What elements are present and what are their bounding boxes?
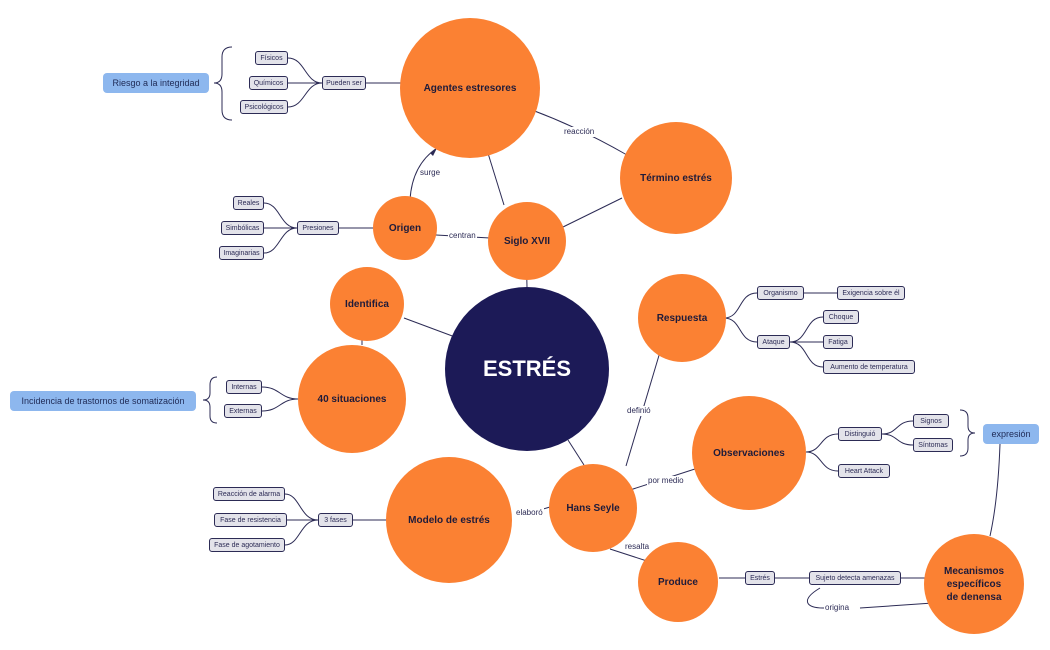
central-node[interactable]: ESTRÉS xyxy=(445,287,609,451)
link-estres-hans xyxy=(567,439,585,466)
label-origina: origina xyxy=(824,603,851,613)
box-psicologicos[interactable]: Psicológicos xyxy=(240,100,288,114)
link-distinguio-sintomas xyxy=(881,433,914,446)
link-siglo-agentes xyxy=(486,149,505,206)
box-simbolicas[interactable]: Simbólicas xyxy=(221,221,264,235)
link-sujeto-origina xyxy=(807,587,848,609)
link-pueden-psicologicos xyxy=(287,82,323,108)
link-expresion-mecanismos xyxy=(989,443,1001,537)
link-respuesta-ataque xyxy=(723,317,758,343)
node-mecanismos[interactable]: Mecanismos específicos de denensa xyxy=(924,534,1024,634)
box-fatiga[interactable]: Fatiga xyxy=(823,335,853,349)
link-pueden-fisicos xyxy=(287,57,323,84)
node-produce[interactable]: Produce xyxy=(638,542,718,622)
box-fase-de-resistencia[interactable]: Fase de resistencia xyxy=(214,513,287,527)
link-presiones-reales xyxy=(263,202,298,229)
node-hans-seyle[interactable]: Hans Seyle xyxy=(549,464,637,552)
box-fase-de-agotamiento[interactable]: Fase de agotamiento xyxy=(209,538,285,552)
link-situaciones-internas xyxy=(261,386,299,400)
label-centran: centran xyxy=(448,231,477,241)
arrow-surge xyxy=(430,148,437,156)
pill-incidencia-de-trastornos[interactable]: Incidencia de trastornos de somatización xyxy=(10,391,196,411)
node-identifica[interactable]: Identifica xyxy=(330,267,404,341)
box-heart-attack[interactable]: Heart Attack xyxy=(838,464,890,478)
box-sintomas[interactable]: Síntomas xyxy=(913,438,953,452)
box-organismo[interactable]: Organismo xyxy=(757,286,804,300)
link-estres-identifica xyxy=(403,317,456,338)
node-observaciones[interactable]: Observaciones xyxy=(692,396,806,510)
label-reaccion: reacción xyxy=(563,127,596,137)
node-termino-estres[interactable]: Término estrés xyxy=(620,122,732,234)
label-surge: surge xyxy=(419,168,442,178)
link-observaciones-distinguio xyxy=(805,433,839,453)
node-40-situaciones[interactable]: 40 situaciones xyxy=(298,345,406,453)
link-fases-alarma xyxy=(284,493,319,521)
link-siglo-termino xyxy=(562,197,623,228)
box-pueden-ser[interactable]: Pueden ser xyxy=(322,76,366,90)
node-respuesta[interactable]: Respuesta xyxy=(638,274,726,362)
label-resalta: resalta xyxy=(624,542,651,552)
box-aumento-de-temperatura[interactable]: Aumento de temperatura xyxy=(823,360,915,374)
pill-expresion[interactable]: expresión xyxy=(983,424,1039,444)
link-fases-agotamiento xyxy=(284,519,319,546)
box-signos[interactable]: Signos xyxy=(913,414,949,428)
box-sujeto-detecta-amenazas[interactable]: Sujeto detecta amenazas xyxy=(809,571,901,585)
pill-riesgo-a-la-integridad[interactable]: Riesgo a la integridad xyxy=(103,73,209,93)
link-respuesta-organismo xyxy=(723,292,758,319)
node-agentes-estresores[interactable]: Agentes estresores xyxy=(400,18,540,158)
box-quimicos[interactable]: Químicos xyxy=(249,76,288,90)
label-definio: definió xyxy=(626,406,652,416)
link-observaciones-heart xyxy=(805,451,839,472)
box-estres[interactable]: Estrés xyxy=(745,571,775,585)
box-ataque[interactable]: Ataque xyxy=(757,335,790,349)
node-siglo-xvii[interactable]: Siglo XVII xyxy=(488,202,566,280)
brace-riesgo xyxy=(213,46,233,121)
box-choque[interactable]: Choque xyxy=(823,310,859,324)
label-elaboro: elaboró xyxy=(515,508,544,518)
box-exigencia-sobre-el[interactable]: Exigencia sobre él xyxy=(837,286,905,300)
box-imaginarias[interactable]: Imaginarias xyxy=(219,246,264,260)
brace-expresion xyxy=(959,409,976,457)
link-ataque-aumento xyxy=(789,341,824,368)
link-origina-mecanismos xyxy=(859,602,934,609)
link-ataque-choque xyxy=(789,316,824,343)
box-externas[interactable]: Externas xyxy=(224,404,262,418)
node-origen[interactable]: Origen xyxy=(373,196,437,260)
link-distinguio-signos xyxy=(881,420,914,435)
label-por-medio: por medio xyxy=(647,476,685,486)
box-reales[interactable]: Reales xyxy=(233,196,264,210)
box-reaccion-de-alarma[interactable]: Reacción de alarma xyxy=(213,487,285,501)
node-modelo-de-estres[interactable]: Modelo de estrés xyxy=(386,457,512,583)
box-internas[interactable]: Internas xyxy=(226,380,262,394)
box-distinguio[interactable]: Distinguió xyxy=(838,427,882,441)
box-fisicos[interactable]: Físicos xyxy=(255,51,288,65)
link-situaciones-externas xyxy=(261,398,299,412)
box-3-fases[interactable]: 3 fases xyxy=(318,513,353,527)
brace-incidencia xyxy=(202,376,218,424)
link-presiones-imaginarias xyxy=(263,227,298,254)
box-presiones[interactable]: Presiones xyxy=(297,221,339,235)
